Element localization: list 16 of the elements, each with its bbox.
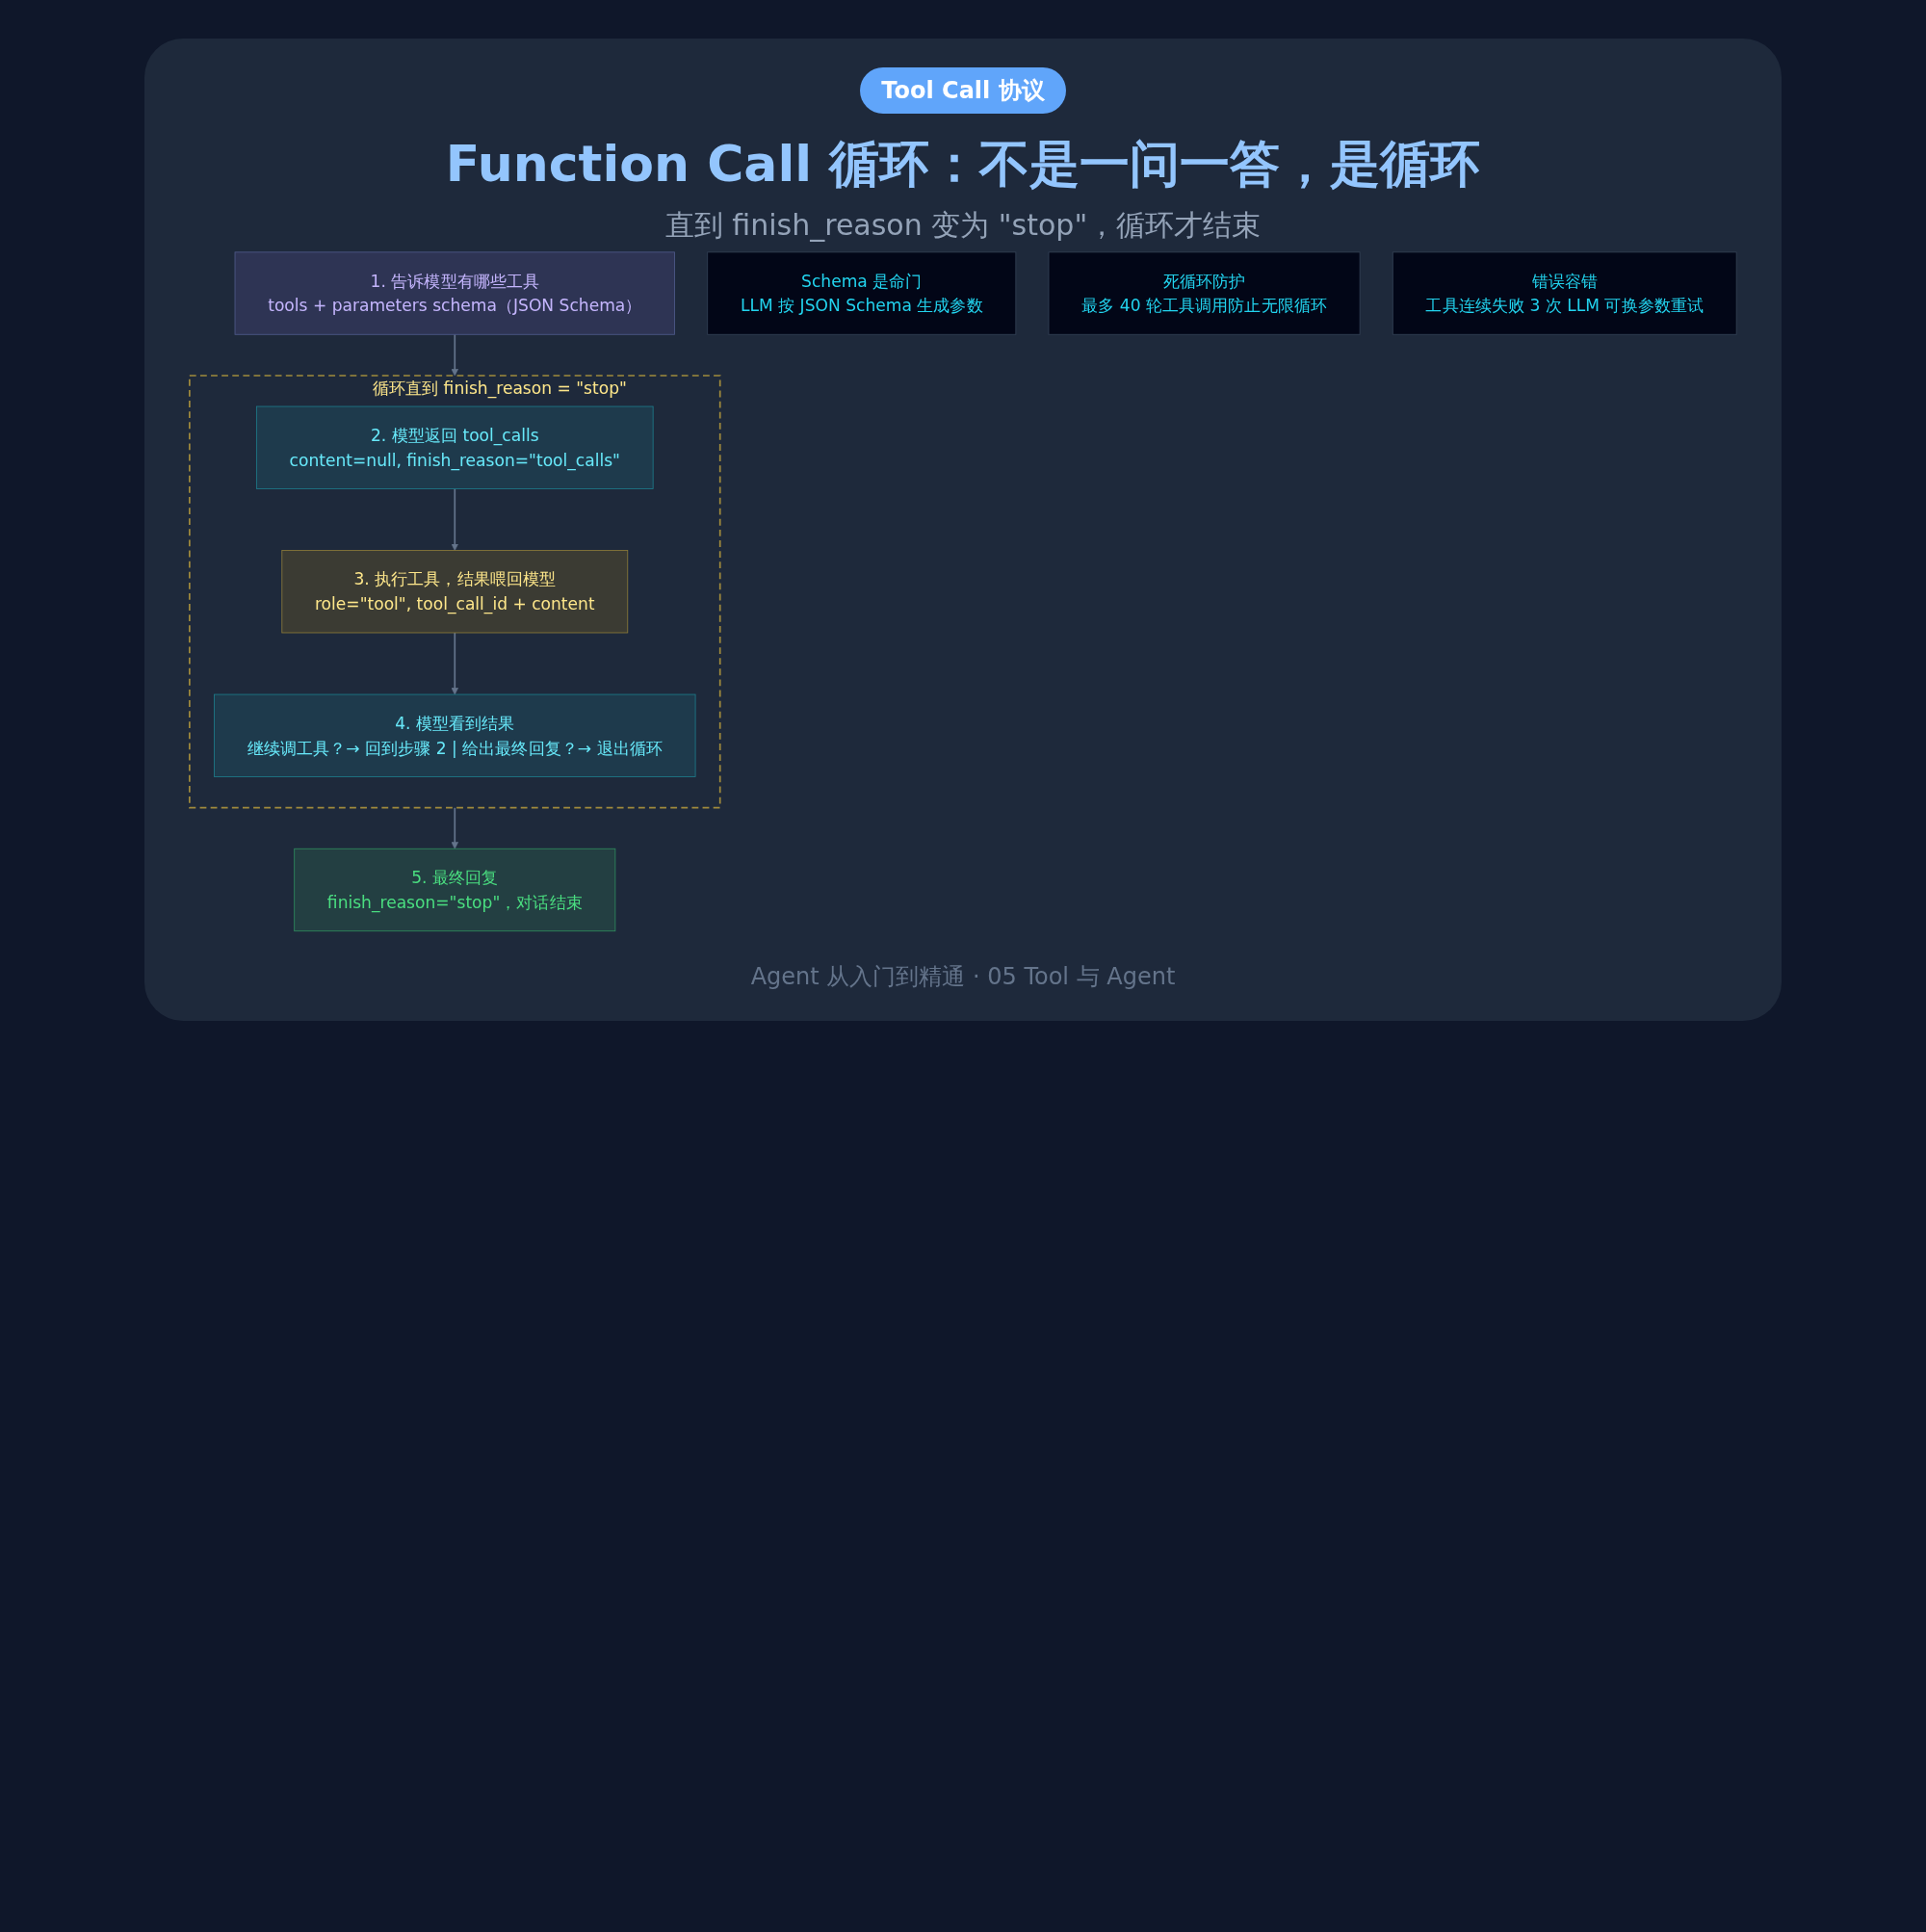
node-box: 2. 模型返回 tool_calls content=null, finish_reason="tool_calls" bbox=[255, 405, 654, 489]
node-box: 4. 模型看到结果 继续调工具？→ 回到步骤 2 | 给出最终回复？→ 退出循环 bbox=[214, 693, 696, 777]
footer-note: Agent 从入门到精通 · 05 Tool 与 Agent bbox=[750, 961, 1176, 992]
node-box: 错误容错 工具连续失败 3 次 LLM 可换参数重试 bbox=[1392, 251, 1737, 335]
node-box: Schema 是命门 LLM 按 JSON Schema 生成参数 bbox=[707, 251, 1017, 335]
badge: Tool Call 协议 bbox=[860, 67, 1066, 114]
node-box: 1. 告诉模型有哪些工具 tools + parameters schema（JSON Schema） bbox=[234, 251, 675, 335]
title: Function Call 循环：不是一问一答，是循环 bbox=[444, 134, 1482, 195]
node-box: 3. 执行工具，结果喂回模型 role="tool", tool_call_id + content bbox=[281, 550, 629, 634]
arrow bbox=[451, 806, 459, 849]
node-box: 5. 最终回复 finish_reason="stop"，对话结束 bbox=[294, 848, 616, 932]
arrow bbox=[451, 487, 459, 551]
arrow bbox=[451, 632, 459, 695]
node-box: 死循环防护 最多 40 轮工具调用防止无限循环 bbox=[1048, 251, 1361, 335]
arrow bbox=[451, 333, 459, 377]
subtitle: 直到 finish_reason 变为 "stop"，循环才结束 bbox=[664, 207, 1262, 244]
